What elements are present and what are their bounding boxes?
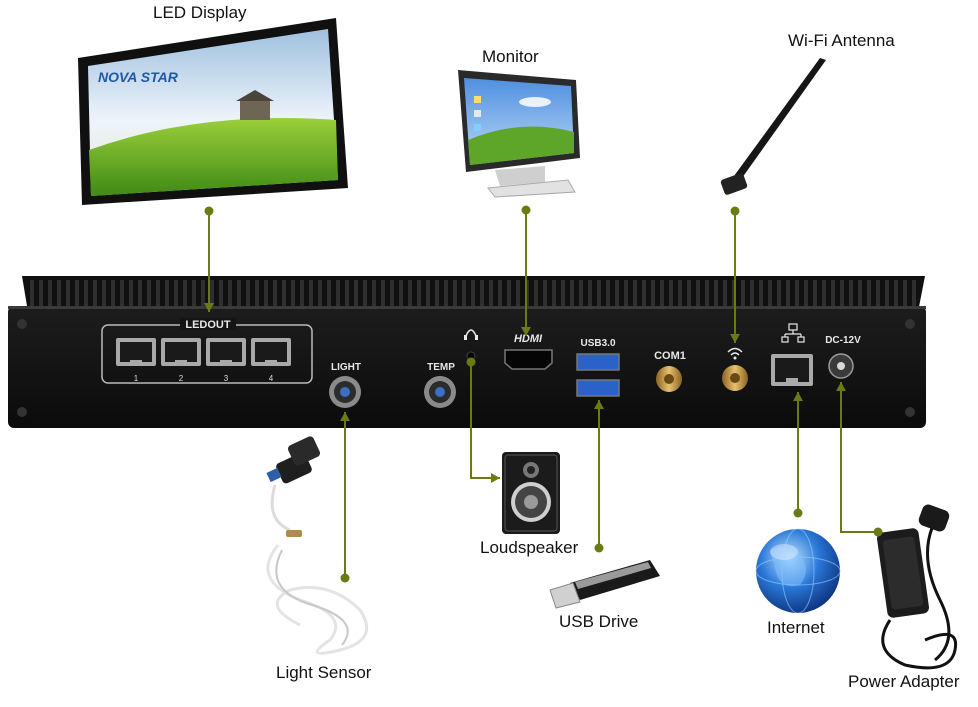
label-internet: Internet — [767, 618, 825, 637]
novastar-logo: NOVA STAR — [98, 69, 179, 85]
led-display-image: NOVA STAR — [78, 18, 348, 205]
ledout-port-group: LEDOUT 1 2 3 4 — [101, 318, 313, 384]
label-usb-drive: USB Drive — [559, 612, 639, 631]
label-monitor: Monitor — [482, 47, 539, 66]
connector-monitor — [521, 205, 531, 336]
ledout-port-number: 3 — [224, 374, 229, 383]
media-player-device: LEDOUT 1 2 3 4 LIGHT TEMP HDMI USB3.0 COM1 — [8, 276, 926, 428]
usb-label: USB3.0 — [580, 338, 615, 349]
light-sensor-image — [266, 436, 369, 655]
connector-power — [836, 382, 883, 537]
light-port-label: LIGHT — [331, 362, 361, 373]
connector-lines — [204, 205, 883, 583]
ledout-label: LEDOUT — [185, 319, 231, 331]
dc-label: DC-12V — [825, 335, 861, 346]
label-power-adapter: Power Adapter — [848, 672, 960, 691]
temp-port-label: TEMP — [427, 362, 455, 373]
usb-port-1 — [576, 353, 620, 371]
ledout-port-number: 1 — [134, 374, 139, 383]
wifi-antenna-image — [720, 58, 826, 195]
label-light-sensor: Light Sensor — [276, 663, 372, 682]
headphone-icon — [464, 329, 478, 340]
connector-internet — [793, 392, 803, 518]
connector-led-display — [204, 206, 214, 312]
label-loudspeaker: Loudspeaker — [480, 538, 579, 557]
internet-globe-image — [755, 528, 841, 614]
connector-wifi — [730, 206, 740, 343]
loudspeaker-image — [502, 452, 560, 534]
connector-light-sensor — [340, 412, 350, 583]
network-icon — [781, 323, 805, 343]
heat-sink-fins — [30, 280, 916, 308]
ledout-port-number: 4 — [269, 374, 274, 383]
hdmi-label: HDMI — [514, 333, 543, 345]
usb-drive-image — [549, 560, 660, 609]
connector-loudspeaker — [466, 357, 500, 483]
wifi-icon — [727, 347, 743, 360]
usb-port-2 — [576, 379, 620, 397]
ledout-port-number: 2 — [179, 374, 184, 383]
com1-label: COM1 — [654, 350, 686, 362]
monitor-image — [458, 70, 580, 198]
power-adapter-image — [876, 504, 958, 670]
label-wifi-antenna: Wi-Fi Antenna — [788, 31, 895, 50]
connector-usb-drive — [594, 400, 604, 553]
hdmi-port — [504, 349, 553, 370]
label-led-display: LED Display — [153, 3, 247, 22]
